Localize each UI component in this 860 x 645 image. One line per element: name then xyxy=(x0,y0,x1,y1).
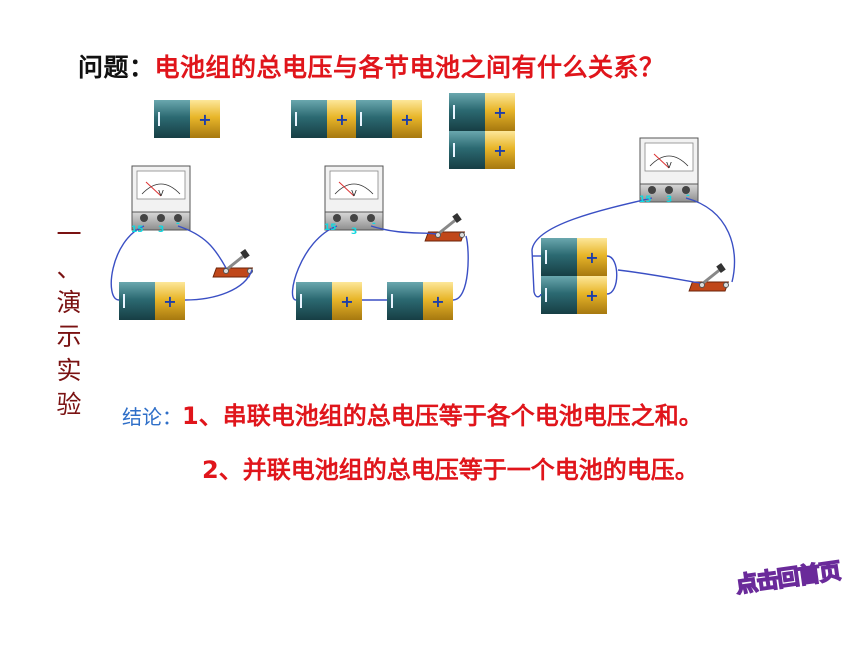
circuit-parallel-batteries: 15 3 - xyxy=(531,137,736,314)
battery-pair-top-right xyxy=(356,100,422,138)
side-title-char: 实 xyxy=(56,356,82,385)
terminal-label-3: 3 xyxy=(351,227,357,237)
side-title-char: 示 xyxy=(56,322,82,351)
battery-stack-top-lower xyxy=(449,131,515,169)
back-to-home-label: 点击回首页 xyxy=(734,558,843,599)
battery-stack-top-upper xyxy=(449,93,515,131)
terminal-label-3: 3 xyxy=(666,195,672,205)
conclusion-text-parallel: 、并联电池组的总电压等于一个电池的电压。 xyxy=(218,456,699,484)
conclusion-line-2: 2、并联电池组的总电压等于一个电池的电压。 xyxy=(202,450,699,485)
side-title-char: 、 xyxy=(56,254,82,283)
conclusion-label: 结论： xyxy=(122,405,182,429)
terminal-label-3: 3 xyxy=(158,225,164,235)
battery-single-top xyxy=(154,100,220,138)
terminal-label-minus: - xyxy=(372,219,376,229)
terminal-label-15: 15 xyxy=(639,195,652,205)
conclusion-line-1: 结论：1、串联电池组的总电压等于各个电池电压之和。 xyxy=(122,396,703,431)
conclusion-number-1: 1 xyxy=(182,402,199,430)
terminal-label-15: 15 xyxy=(324,223,337,233)
terminal-label-minus: - xyxy=(686,191,690,201)
question-text: 电池组的总电压与各节电池之间有什么关系？ xyxy=(154,53,665,82)
side-title-demo-experiment: 一 、 演 示 实 验 xyxy=(52,218,86,422)
terminal-label-minus: - xyxy=(176,219,180,229)
side-title-char: 一 xyxy=(56,220,82,249)
conclusion-text-series: 、串联电池组的总电压等于各个电池电压之和。 xyxy=(198,402,703,430)
terminal-label-15: 15 xyxy=(131,225,144,235)
conclusion-number-2: 2 xyxy=(202,456,219,484)
side-title-char: 演 xyxy=(56,288,82,317)
side-title-char: 验 xyxy=(56,390,82,419)
battery-pair-top-left xyxy=(291,100,357,138)
question-heading: 问题：电池组的总电压与各节电池之间有什么关系？ xyxy=(78,48,665,84)
circuit-series-batteries: 15 3 - xyxy=(291,165,469,320)
circuit-single-battery: 15 3 - xyxy=(110,165,254,320)
question-label: 问题： xyxy=(78,53,155,82)
